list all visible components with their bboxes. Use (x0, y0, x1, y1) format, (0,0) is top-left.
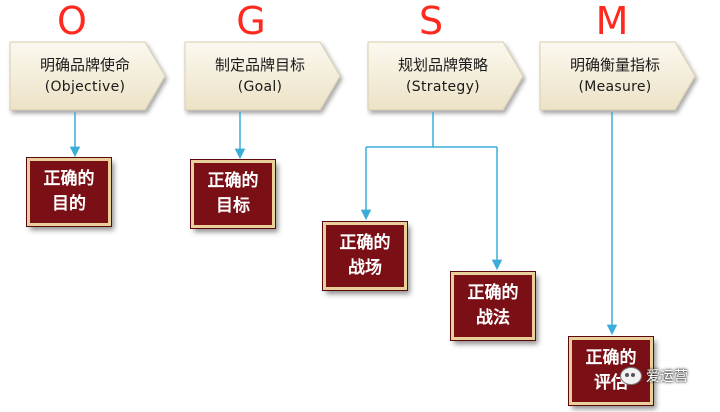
letter-measure: M (595, 0, 629, 43)
wechat-icon (620, 367, 642, 385)
header-shape-objective (9, 41, 166, 111)
result-box-tactics: 正确的 战法 (450, 271, 536, 341)
result-box-battlefield: 正确的 战场 (322, 221, 408, 291)
watermark: 爱运营 (620, 366, 688, 386)
letter-strategy: S (418, 0, 444, 43)
header-shape-measure (539, 41, 696, 111)
letter-objective: O (57, 0, 87, 43)
result-box-purpose: 正确的 目的 (26, 157, 112, 227)
letter-goal: G (236, 0, 266, 43)
header-shape-goal (184, 41, 341, 111)
watermark-text: 爱运营 (646, 369, 688, 385)
header-shape-strategy (367, 41, 524, 111)
result-box-target: 正确的 目标 (190, 159, 276, 229)
